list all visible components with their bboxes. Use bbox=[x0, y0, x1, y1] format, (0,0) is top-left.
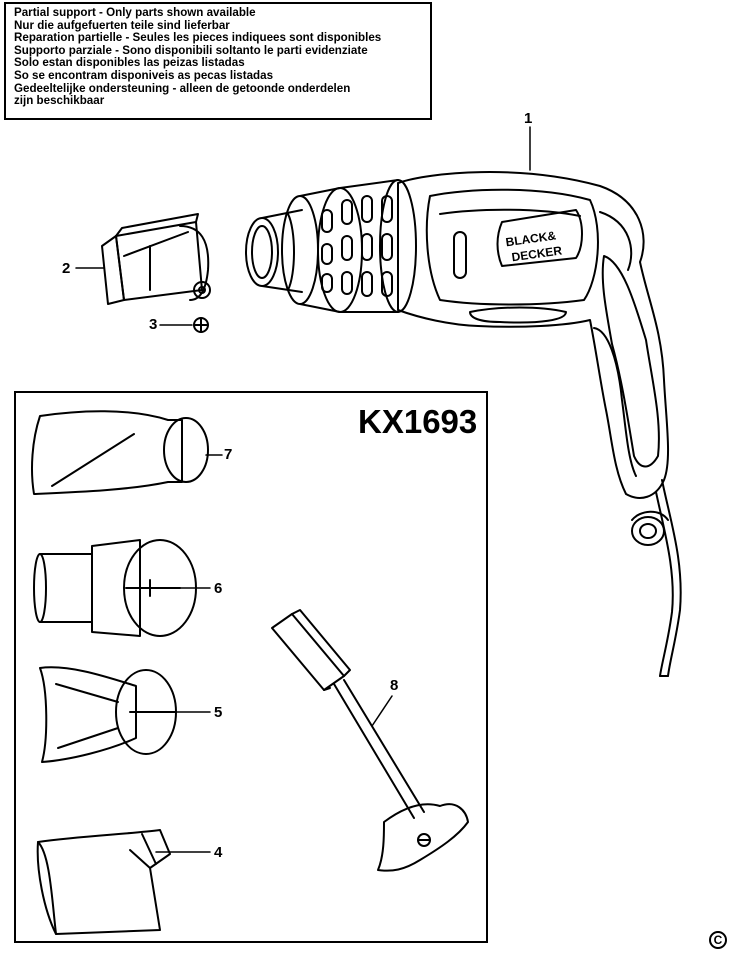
notice-line: Supporto parziale - Sono disponibili sol… bbox=[14, 43, 368, 57]
notice-line: zijn beschikbaar bbox=[14, 94, 105, 108]
scraper-attachment bbox=[101, 213, 211, 305]
fishtail-nozzle bbox=[31, 410, 209, 495]
callout-2: 2 bbox=[62, 260, 71, 277]
callout-4: 4 bbox=[214, 844, 223, 861]
availability-notice: Partial support - Only parts shown avail… bbox=[4, 2, 432, 120]
notice-line: Partial support - Only parts shown avail… bbox=[14, 6, 256, 19]
notice-line: Reparation partielle - Seules les pieces… bbox=[14, 31, 382, 45]
callout-5: 5 bbox=[214, 704, 223, 721]
copyright-mark: C bbox=[709, 931, 727, 949]
notice-line: Gedeeltelijke ondersteuning - alleen de … bbox=[14, 81, 351, 95]
model-number: KX1693 bbox=[358, 403, 478, 440]
spreader-nozzle bbox=[39, 666, 177, 763]
leader-lines bbox=[75, 126, 531, 853]
accessory-kit-frame bbox=[14, 391, 488, 943]
reducer-nozzle bbox=[33, 539, 197, 637]
callout-8: 8 bbox=[390, 677, 399, 694]
notice-line: So se encontram disponiveis as pecas lis… bbox=[14, 68, 274, 82]
heat-gun-body bbox=[245, 171, 682, 677]
callout-7: 7 bbox=[224, 446, 233, 463]
callout-3: 3 bbox=[149, 316, 158, 333]
glass-protector-nozzle bbox=[36, 829, 171, 935]
screw bbox=[193, 317, 209, 333]
callout-1: 1 bbox=[524, 110, 533, 127]
scraper-tool bbox=[271, 609, 469, 872]
callout-6: 6 bbox=[214, 580, 223, 597]
notice-line: Nur die aufgefuerten teile sind lieferba… bbox=[14, 18, 230, 32]
notice-line: Solo estan disponibles las peizas listad… bbox=[14, 56, 245, 70]
